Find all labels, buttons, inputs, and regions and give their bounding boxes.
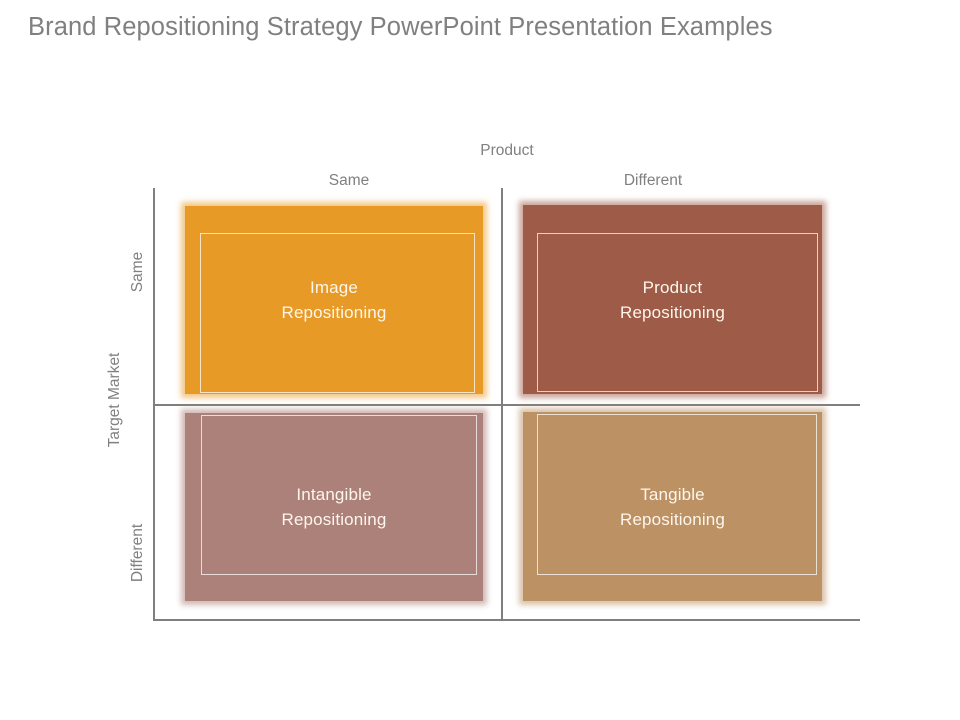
quadrant-label-line1: Product [642,277,703,297]
quadrant-label-line1: Tangible [640,484,705,504]
quadrant-fill [185,413,483,601]
quadrant-fill [523,205,822,394]
quadrant-product-repositioning[interactable]: Product Repositioning [519,201,826,398]
quadrant-label-line1: Intangible [296,485,372,504]
quadrant-label: Intangible Repositioning [185,482,483,532]
y-axis-title: Target Market [106,352,123,448]
matrix-row-divider [153,404,860,406]
quadrant-label: Tangible Repositioning [523,482,822,532]
quadrant-label-line2: Repositioning [281,510,387,529]
quadrant-label-line2: Repositioning [620,509,725,529]
quadrant-label-line2: Repositioning [281,303,387,322]
matrix-column-divider [501,188,503,621]
page-title: Brand Repositioning Strategy PowerPoint … [28,13,773,41]
quadrant-label: Product Repositioning [523,275,822,325]
x-axis-title: Product [480,142,534,159]
quadrant-tangible-repositioning[interactable]: Tangible Repositioning [519,408,826,605]
quadrant-label-line2: Repositioning [620,302,725,322]
quadrant-image-repositioning[interactable]: Image Repositioning [181,202,487,398]
x-axis-line [153,619,860,621]
quadrant-label: Image Repositioning [185,275,483,325]
y-axis-tick-same: Same [129,251,146,293]
x-axis-tick-different: Different [623,172,683,189]
quadrant-intangible-repositioning[interactable]: Intangible Repositioning [181,409,487,605]
x-axis-tick-same: Same [328,172,370,189]
quadrant-label-line1: Image [310,278,358,297]
quadrant-fill [523,412,822,601]
y-axis-tick-different: Different [129,523,146,583]
quadrant-fill [185,206,483,394]
